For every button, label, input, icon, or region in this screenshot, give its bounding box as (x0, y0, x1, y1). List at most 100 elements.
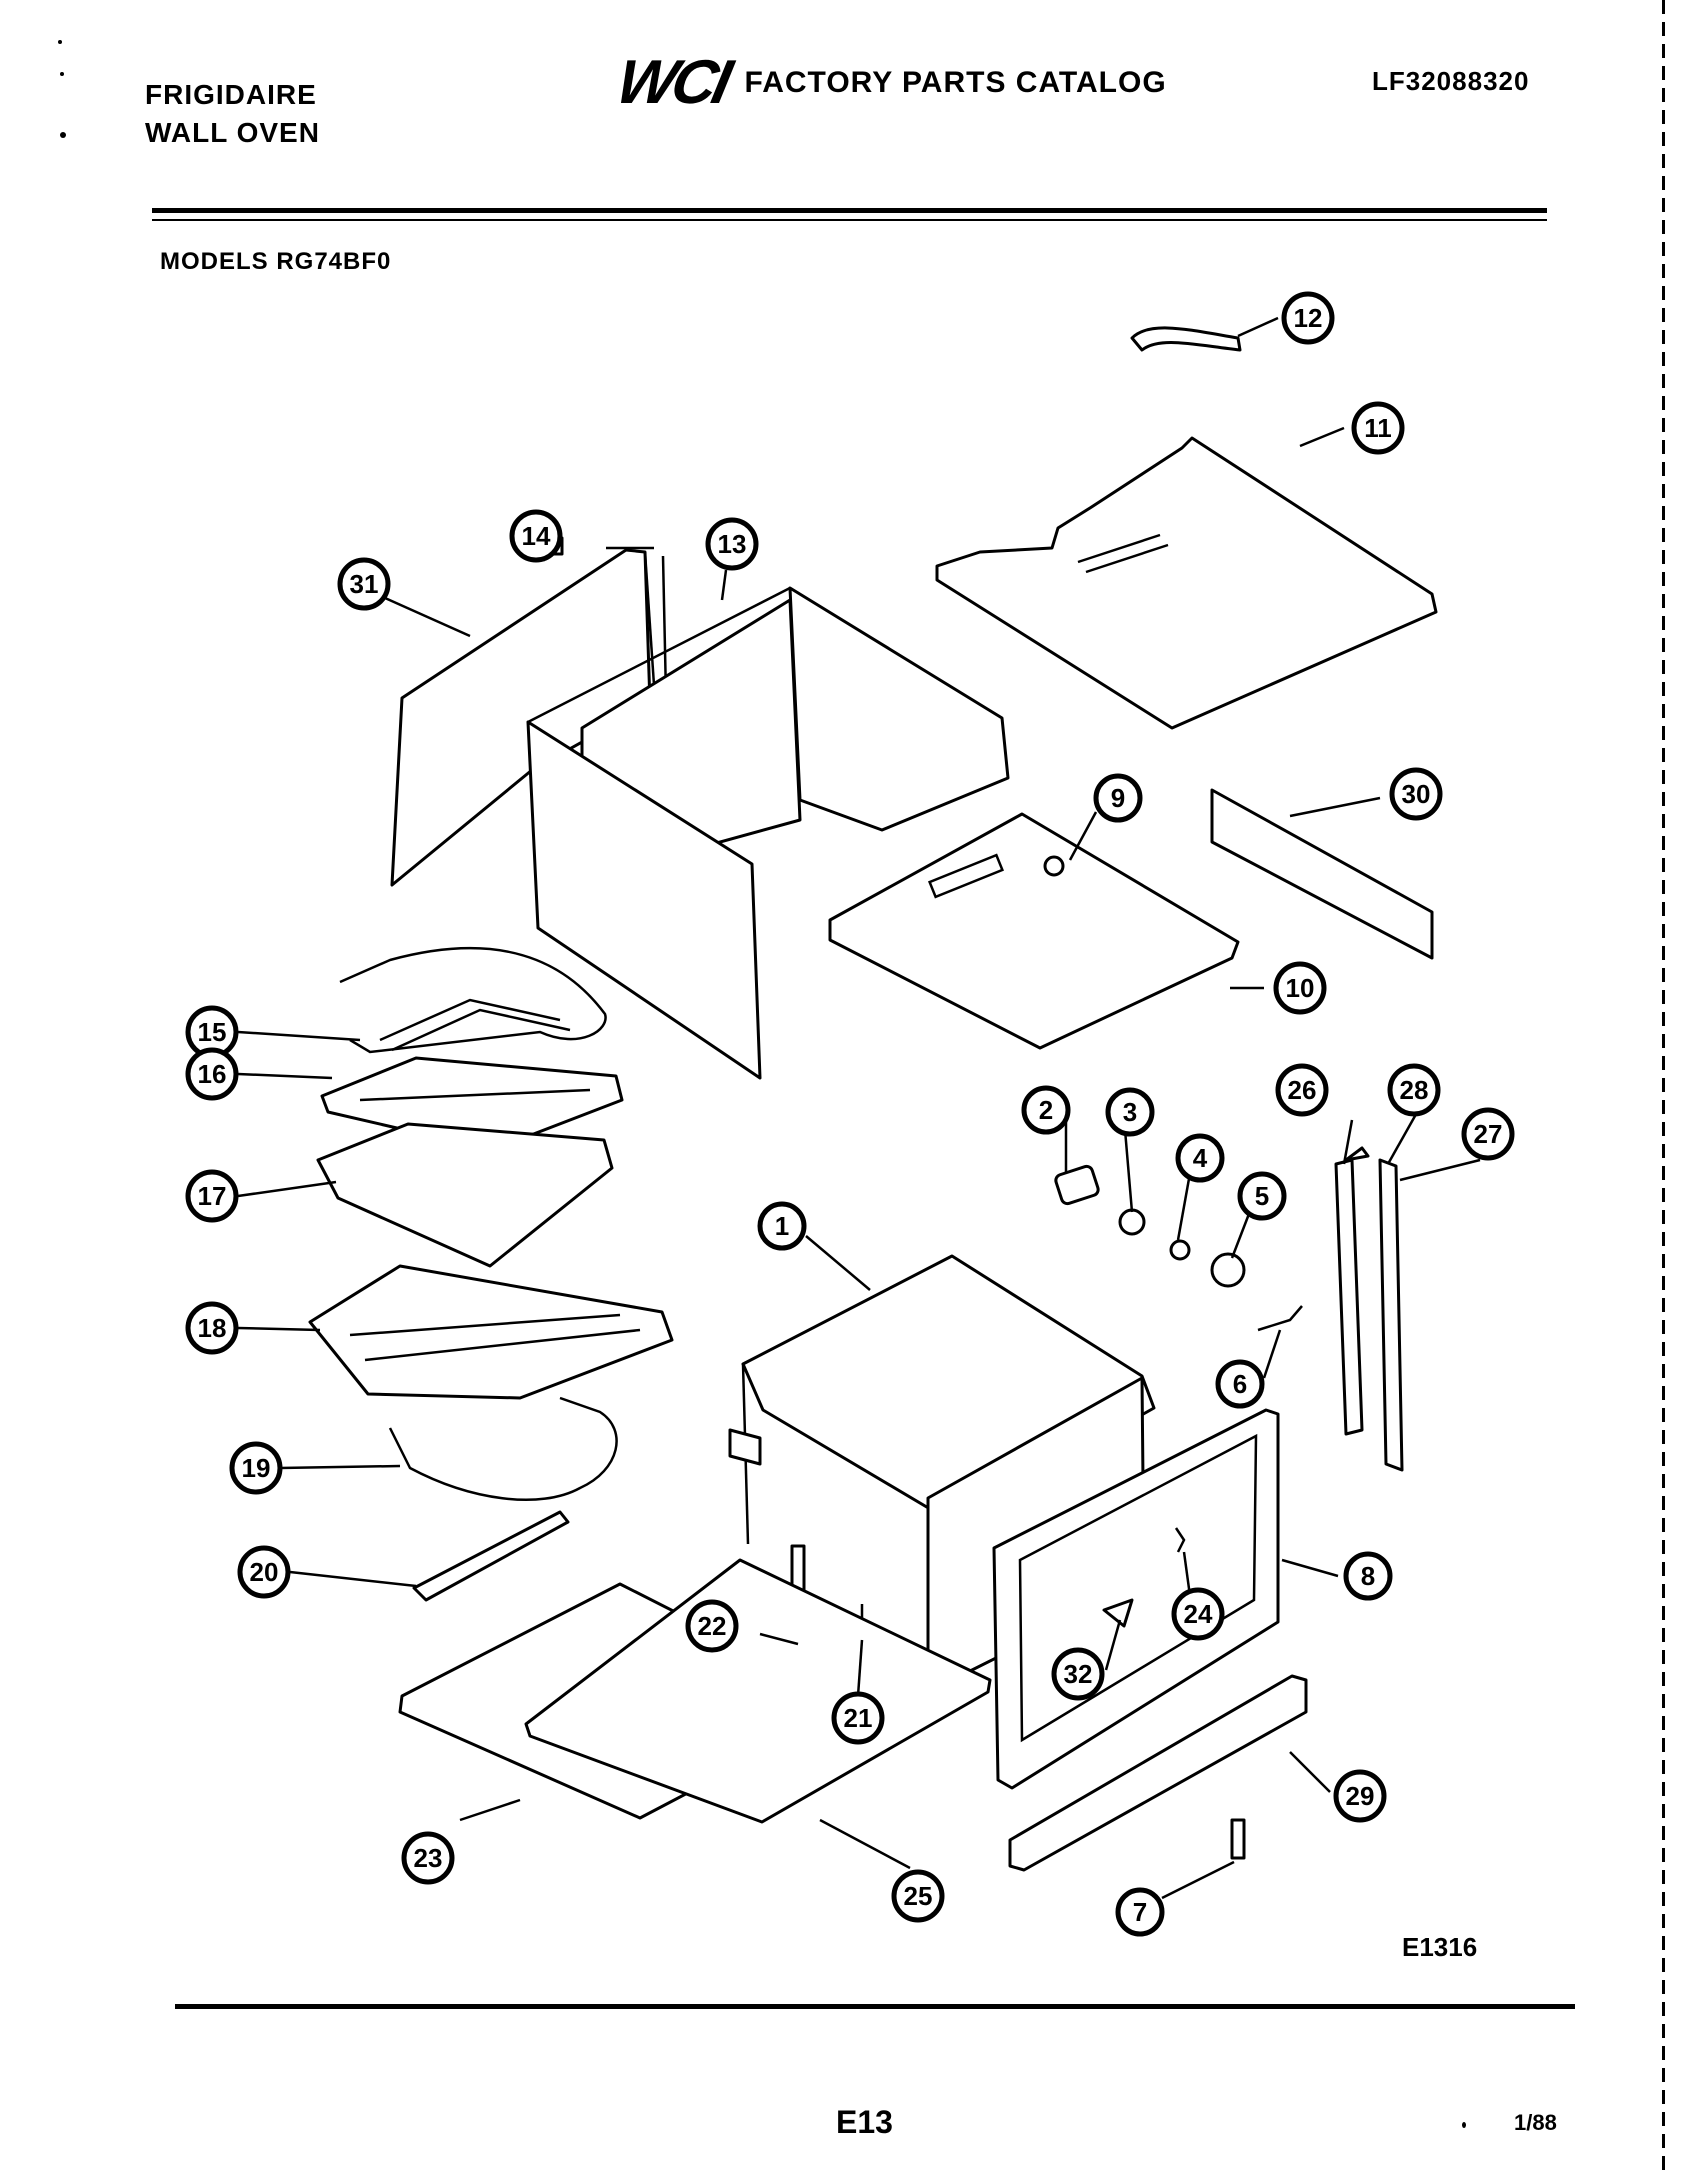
part-27 (1378, 1158, 1404, 1472)
part-29 (1008, 1674, 1308, 1872)
callout-31: 31 (337, 557, 391, 611)
callout-6: 6 (1215, 1359, 1265, 1409)
callout-9-label: 9 (1111, 783, 1125, 813)
callout-20: 20 (237, 1545, 291, 1599)
callout-21-label: 21 (844, 1703, 873, 1733)
callout-11: 11 (1351, 401, 1405, 455)
callout-3: 3 (1105, 1087, 1155, 1137)
callout-8: 8 (1343, 1551, 1393, 1601)
callout-22: 22 (685, 1599, 739, 1653)
callout-14: 14 (509, 509, 563, 563)
header-rule (152, 208, 1547, 213)
footer-rule (175, 2004, 1575, 2009)
callout-26-label: 26 (1288, 1075, 1317, 1105)
callout-25: 25 (891, 1869, 945, 1923)
model-label: MODELS RG74BF0 (160, 248, 392, 275)
part-11 (935, 436, 1438, 730)
callout-29-label: 29 (1346, 1781, 1375, 1811)
callout-6-label: 6 (1233, 1369, 1247, 1399)
callout-5: 5 (1237, 1171, 1287, 1221)
catalog-number: LF32088320 (1372, 66, 1530, 96)
callout-15-label: 15 (198, 1017, 227, 1047)
callout-3-label: 3 (1123, 1097, 1137, 1127)
callout-22-label: 22 (698, 1611, 727, 1641)
header-rule-thin (152, 219, 1547, 221)
scan-speck (58, 40, 62, 44)
part-12 (1130, 326, 1242, 352)
callout-28: 28 (1387, 1063, 1441, 1117)
product-type: WALL OVEN (145, 117, 320, 148)
callout-21: 21 (831, 1691, 885, 1745)
callout-7-label: 7 (1133, 1897, 1147, 1927)
callout-4-label: 4 (1193, 1143, 1208, 1173)
page-date: 1/88 (1514, 2110, 1557, 2135)
callout-31-label: 31 (350, 569, 379, 599)
callout-23-label: 23 (414, 1843, 443, 1873)
callout-29: 29 (1333, 1769, 1387, 1823)
callout-10-label: 10 (1286, 973, 1315, 1003)
callout-13-label: 13 (718, 529, 747, 559)
part-3 (1118, 1208, 1146, 1236)
callout-1: 1 (757, 1201, 807, 1251)
drawing-code: E1316 (1402, 1932, 1478, 1962)
catalog-title: FACTORY PARTS CATALOG (744, 66, 1167, 99)
part-32 (1102, 1598, 1134, 1628)
part-19 (388, 1396, 618, 1502)
part-25 (524, 1558, 992, 1824)
part-18 (308, 1264, 674, 1400)
part-6 (1257, 1305, 1303, 1332)
callout-17-label: 17 (198, 1181, 227, 1211)
callout-32: 32 (1051, 1647, 1105, 1701)
callout-17: 17 (185, 1169, 239, 1223)
callout-1-label: 1 (775, 1211, 789, 1241)
part-28 (1344, 1146, 1370, 1162)
callout-30: 30 (1389, 767, 1443, 821)
callout-16: 16 (185, 1047, 239, 1101)
callout-26: 26 (1275, 1063, 1329, 1117)
part-20 (412, 1510, 570, 1602)
callout-13: 13 (705, 517, 759, 571)
callout-20-label: 20 (250, 1557, 279, 1587)
page-number: E13 (836, 2104, 893, 2140)
callout-15: 15 (185, 1005, 239, 1059)
callout-27-label: 27 (1474, 1119, 1503, 1149)
callout-11-label: 11 (1364, 413, 1392, 443)
part-15 (339, 946, 607, 1054)
callout-12: 12 (1281, 291, 1335, 345)
brand-name: FRIGIDAIRE (145, 79, 317, 110)
callout-19: 19 (229, 1441, 283, 1495)
part-7 (1230, 1818, 1246, 1860)
part-2 (1054, 1164, 1100, 1206)
part-30 (1210, 788, 1434, 960)
callout-4: 4 (1175, 1133, 1225, 1183)
part-17 (316, 1122, 614, 1268)
catalog-header: WCI FACTORY PARTS CATALOG (611, 48, 1167, 117)
scan-speck (1462, 2122, 1466, 2128)
callout-5-label: 5 (1255, 1181, 1269, 1211)
callout-19-label: 19 (242, 1453, 271, 1483)
part-5 (1210, 1252, 1246, 1288)
callout-16-label: 16 (198, 1059, 227, 1089)
brand-block: FRIGIDAIRE WALL OVEN (145, 76, 320, 152)
part-24 (1174, 1527, 1186, 1553)
callout-8-label: 8 (1361, 1561, 1375, 1591)
callout-2: 2 (1021, 1085, 1071, 1135)
callout-24-label: 24 (1184, 1599, 1213, 1629)
part-13-left (526, 720, 762, 1080)
callout-2-label: 2 (1039, 1095, 1053, 1125)
callout-23: 23 (401, 1831, 455, 1885)
callout-25-label: 25 (904, 1881, 933, 1911)
callout-28-label: 28 (1400, 1075, 1429, 1105)
part-13-right (788, 586, 1010, 832)
callout-7: 7 (1115, 1887, 1165, 1937)
part-26 (1334, 1158, 1364, 1436)
part-10 (828, 812, 1240, 1050)
callout-18: 18 (185, 1301, 239, 1355)
part-9 (1043, 855, 1065, 877)
callout-10: 10 (1273, 961, 1327, 1015)
callout-18-label: 18 (198, 1313, 227, 1343)
scan-edge-line (1662, 0, 1665, 2178)
part-4 (1169, 1239, 1191, 1261)
scan-speck (60, 72, 64, 76)
